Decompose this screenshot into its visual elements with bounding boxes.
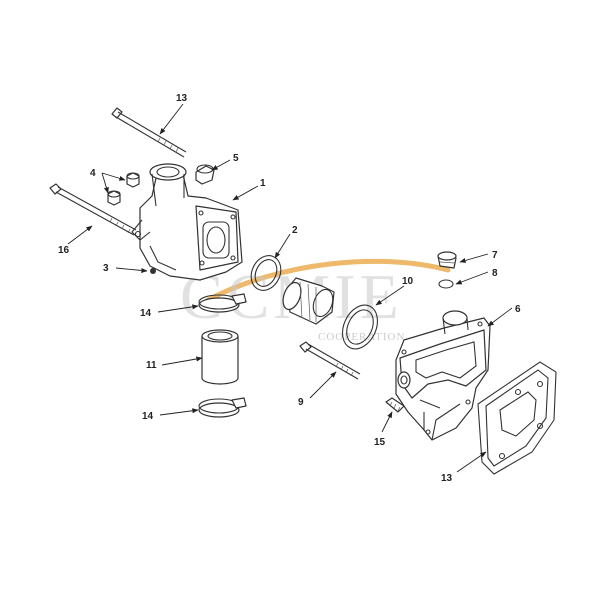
callout-9: 9: [298, 397, 304, 408]
part-2-o-ring: [250, 255, 282, 291]
callout-3: 3: [103, 263, 109, 274]
callout-4: 4: [90, 168, 96, 179]
part-8-washer: [438, 279, 454, 289]
part-3-small-plug: [150, 268, 156, 274]
part-15-small-bolt: [385, 397, 405, 413]
leader-lines: [67, 103, 513, 473]
part-11-hose: [201, 329, 239, 385]
callout-16: 16: [58, 245, 70, 256]
part-9-bolt: [299, 341, 361, 380]
watermark-swoosh: [205, 258, 451, 303]
thermostat-connector: [282, 277, 335, 325]
part-16-long-bolt: [49, 183, 137, 236]
callout-10: 10: [402, 276, 414, 287]
part-10-large-o-ring: [341, 304, 379, 350]
callout-14-upper: 14: [140, 308, 152, 319]
callout-12: 13: [176, 93, 188, 104]
callout-13: 13: [441, 473, 453, 484]
callout-1: 1: [260, 178, 266, 189]
part-12-long-bolt: [111, 107, 187, 158]
callout-11: 11: [146, 360, 157, 371]
callout-15: 15: [374, 437, 386, 448]
part-5-plug: [195, 164, 215, 185]
part-7-fitting: [437, 251, 457, 269]
callout-7: 7: [492, 250, 498, 261]
callout-8: 8: [492, 268, 498, 279]
callout-14-lower: 14: [142, 411, 154, 422]
callout-5: 5: [233, 153, 239, 164]
part-14-upper-clamp: [198, 293, 247, 313]
watermark-subtext: COOPERATION: [318, 331, 405, 343]
part-6-housing: [395, 310, 491, 441]
callout-2: 2: [292, 225, 298, 236]
callout-labels: 13 1 2 3 4 5 6 7 8 9 10 11 13 14 14 15 1…: [58, 93, 521, 484]
part-14-lower-clamp: [198, 397, 247, 418]
part-1-thermostat-housing: [131, 163, 243, 281]
part-13-gasket: [477, 361, 557, 475]
part-4-nuts: [107, 172, 140, 206]
callout-6: 6: [515, 304, 521, 315]
